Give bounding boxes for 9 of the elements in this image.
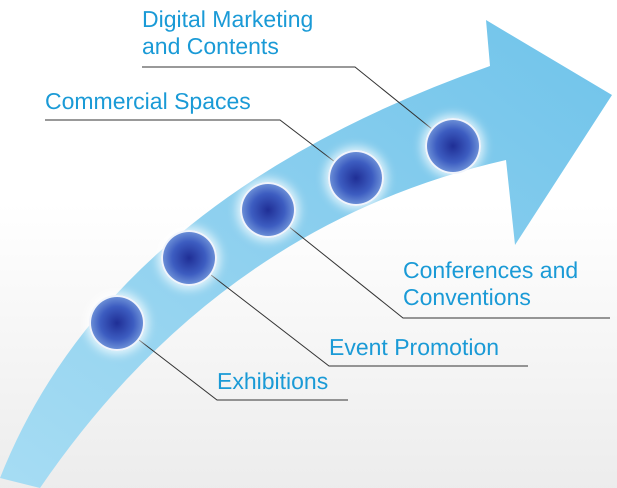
category-label: Commercial Spaces [45, 88, 280, 115]
category-label: Digital Marketing and Contents [142, 6, 357, 60]
category-label: Event Promotion [329, 334, 528, 361]
leader-line [142, 66, 432, 129]
leader-line [44, 120, 334, 162]
category-label: Conferences and Conventions [403, 257, 610, 311]
leader-line [289, 227, 610, 318]
leader-line [138, 340, 348, 400]
category-label: Exhibitions [217, 368, 348, 395]
